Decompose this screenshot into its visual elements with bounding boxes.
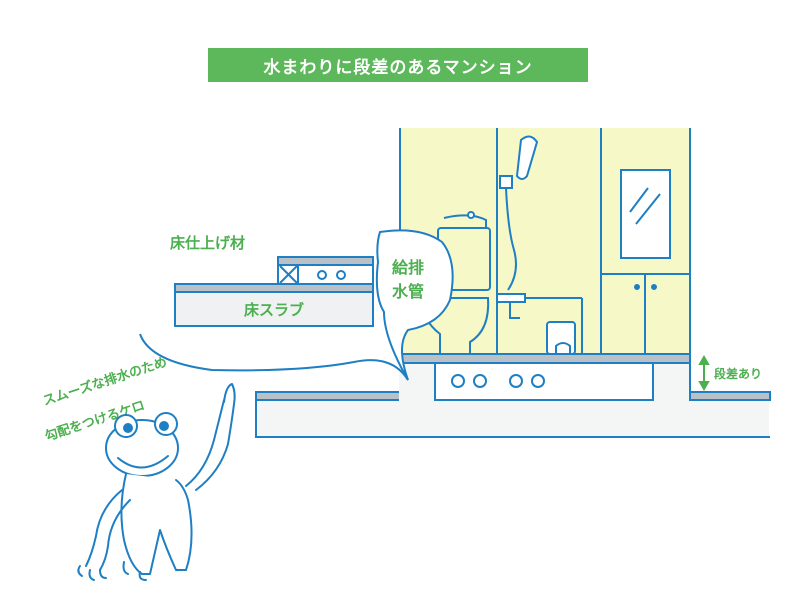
kero-frog-illustration [77,383,236,581]
floor-strip-left [255,391,401,401]
floor-finish-layer [277,256,374,266]
vanity-illustration [600,169,691,355]
pipe-callout-bubble: 給排 水管 [375,229,454,381]
building-section: 段差あり [255,128,771,438]
pipe-circle [473,374,487,388]
pipe-circle [509,374,523,388]
floor-slab-label: 床スラブ [244,301,304,319]
floor-strip-right [689,391,771,401]
speech-line [139,333,409,381]
pipe-circle [531,374,545,388]
step-height-arrow [698,354,710,392]
kero-speech-line1: スムーズな排水のため [41,354,169,409]
bathtub-edge [546,321,576,355]
floor-detail: 床仕上げ材 床スラブ [170,234,374,327]
page-title: 水まわりに段差のあるマンション [208,48,588,82]
pipe-circle [317,270,327,280]
shower-illustration [496,135,583,354]
wet-area-floor [399,353,691,364]
pipe-circle [451,374,465,388]
floor-surface-strip [174,283,374,293]
pipe-label-line1: 給排 [392,258,424,277]
pipe-circle [336,270,346,280]
step-label: 段差あり [714,366,762,381]
pipe-label-line2: 水管 [392,282,424,301]
floor-finish-label: 床仕上げ材 [170,234,245,252]
